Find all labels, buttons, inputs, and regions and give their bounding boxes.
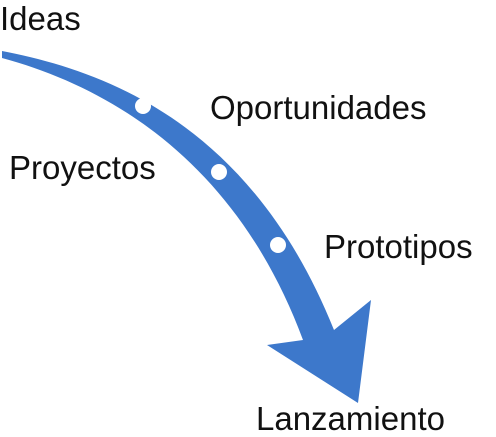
milestone-dot-2 <box>211 164 227 180</box>
stage-label-ideas: Ideas <box>0 0 81 37</box>
stage-label-lanzamiento: Lanzamiento <box>256 400 445 437</box>
milestone-dot-1 <box>135 98 151 114</box>
curved-arrow <box>2 51 371 403</box>
stage-label-oportunidades: Oportunidades <box>210 89 427 126</box>
stage-label-proyectos: Proyectos <box>9 149 156 186</box>
stage-label-prototipos: Prototipos <box>324 228 473 265</box>
milestone-dot-3 <box>270 237 286 253</box>
